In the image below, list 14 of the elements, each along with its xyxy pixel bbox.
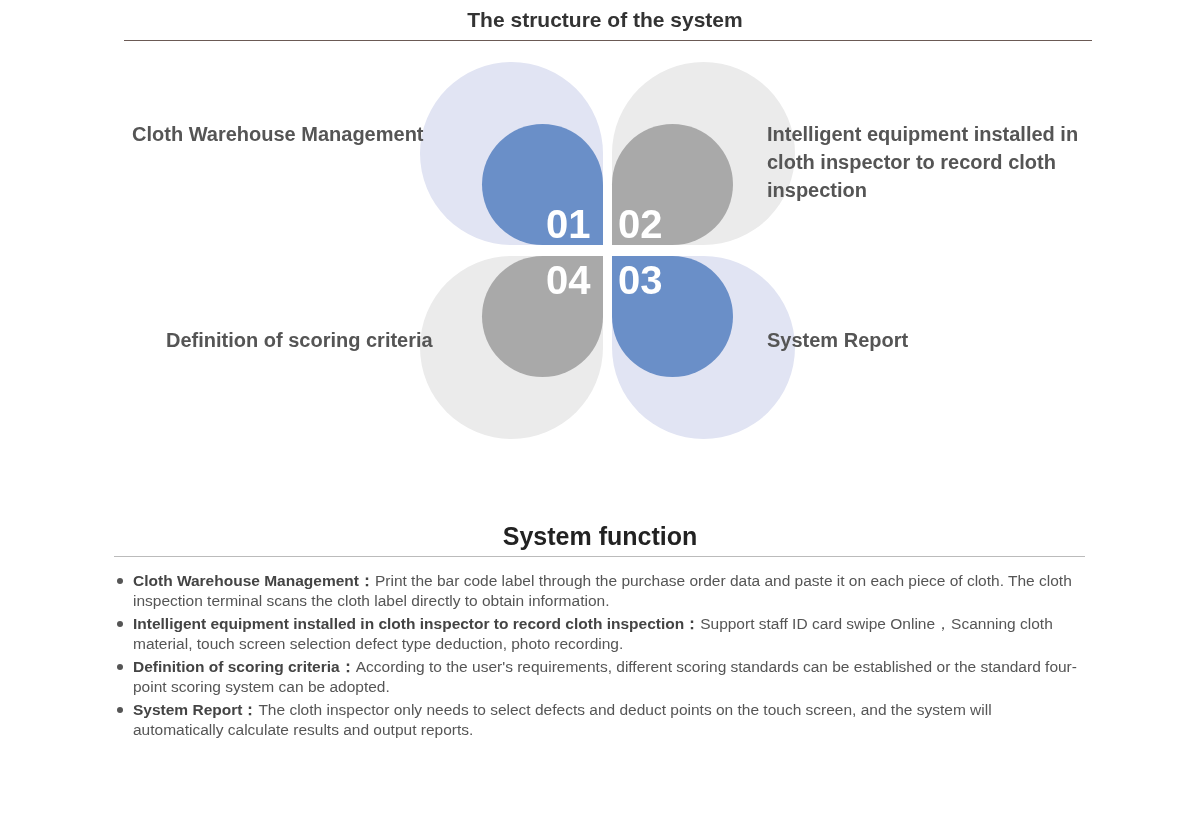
petal-number: 01: [546, 204, 591, 244]
function-description: Definition of scoring criteria：According to the user's requirements, different scoring standards can be established or the standard four-point scoring system can be adopted.: [133, 658, 1077, 695]
function-description: System Report：The cloth inspector only needs to select defects and deduct points on the touch screen, and the system will automatically calculate results and output reports.: [133, 701, 992, 738]
section-heading: System function: [501, 522, 699, 551]
petal-caption: Cloth Warehouse Management: [132, 122, 425, 147]
petal-number: 04: [546, 260, 591, 300]
petal-number: 03: [618, 260, 663, 300]
function-description: Cloth Warehouse Management：Print the bar code label through the purchase order data and paste it on each piece of cloth. The cloth inspection terminal scans the cloth label directly to obtain information.: [133, 572, 1072, 609]
petal-caption: System Report: [767, 328, 910, 353]
diagram-title: The structure of the system: [466, 8, 744, 32]
petal-caption: Intelligent equipment installed in cloth inspector to record cloth inspection: [767, 122, 1080, 203]
petal-caption: Definition of scoring criteria: [166, 328, 434, 353]
petal-number: 02: [618, 204, 663, 244]
function-description: Intelligent equipment installed in cloth inspector to record cloth inspection：Support staff ID card swipe Online，Scanning cloth material, touch screen selection defect type deduction, photo recording.: [133, 615, 1053, 652]
